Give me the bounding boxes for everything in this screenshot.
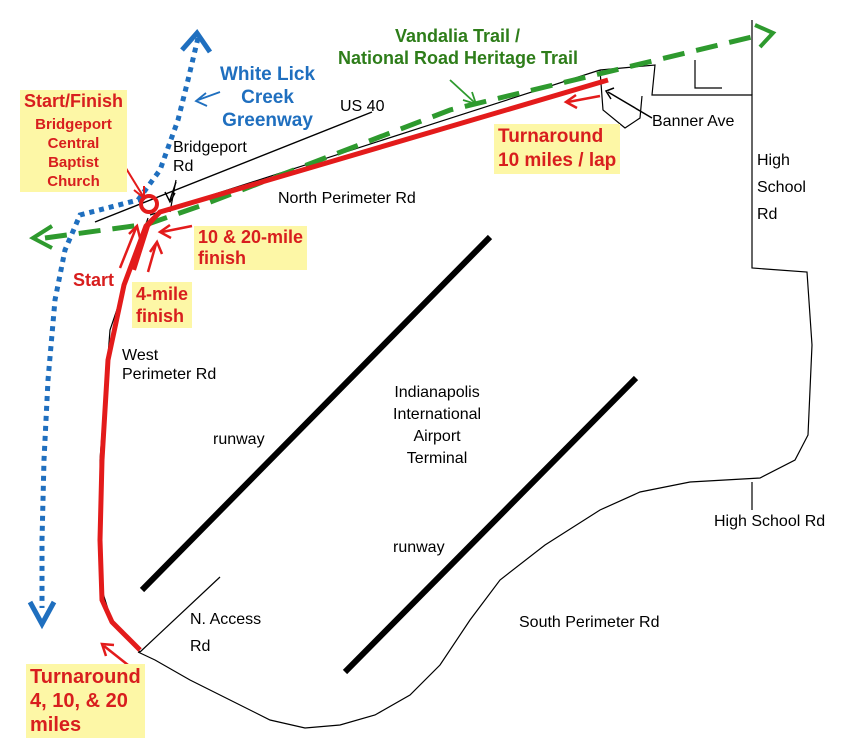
start-arrow xyxy=(118,227,138,269)
finish-10-20-line2: finish xyxy=(198,248,246,268)
terminal-line2: International xyxy=(393,406,482,423)
turnaround-bottom-arrowhead xyxy=(100,642,115,657)
high-school-line2: School xyxy=(757,179,806,196)
bridgeport-pointer xyxy=(169,181,177,201)
terminal-line3: Airport xyxy=(413,428,461,445)
high-school-line1: High xyxy=(757,152,790,169)
finish-10-20-label: 10 & 20-mile finish xyxy=(194,226,308,270)
start-label: Start xyxy=(73,270,115,290)
greenway-arrow-north xyxy=(180,28,213,54)
finish-10-20-arrow xyxy=(161,224,193,234)
n-access-rd-label: N. Access Rd xyxy=(190,606,261,660)
terminal-line4: Terminal xyxy=(406,450,468,467)
bridgeport-pointer-head xyxy=(164,191,176,204)
church-line2: Central xyxy=(47,134,100,152)
turnaround-top-label: Turnaround 10 miles / lap xyxy=(494,124,621,174)
finish-10-20-arrowhead xyxy=(157,223,172,240)
bridgeport-rd-label: Bridgeport Rd xyxy=(173,138,247,176)
turnaround-bottom-line1: Turnaround xyxy=(30,666,141,688)
turnaround-bottom-line2: 4, 10, & 20 xyxy=(30,690,128,712)
bridgeport-rd-line1: Bridgeport xyxy=(173,139,247,156)
high-school-rd-vertical-label: High School Rd xyxy=(757,147,806,228)
vandalia-trail-line xyxy=(44,32,761,241)
n-access-line2: Rd xyxy=(190,638,211,655)
start-finish-label: Start/Finish Bridgeport Central Baptist … xyxy=(20,90,128,192)
airport-terminal-label: Indianapolis International Airport Termi… xyxy=(393,382,481,470)
banner-ave-pointer xyxy=(607,91,653,119)
turnaround-top-arrow xyxy=(567,94,601,104)
vandalia-trail-label: Vandalia Trail / xyxy=(395,26,520,48)
church-line4: Church xyxy=(47,172,100,190)
vandalia-trail-line1: Vandalia Trail / xyxy=(395,26,521,46)
bridgeport-rd-line2: Rd xyxy=(173,158,194,176)
start-arrowhead xyxy=(128,223,142,239)
side-street xyxy=(694,60,722,89)
greenway-pointer-head xyxy=(194,92,208,107)
south-perimeter-label: South Perimeter Rd xyxy=(519,614,660,631)
finish-4-arrowhead xyxy=(148,239,164,255)
greenway-line2: Creek xyxy=(241,86,294,108)
high-school-line3: Rd xyxy=(757,206,778,223)
west-perimeter-line1: West xyxy=(122,347,159,364)
turnaround-bottom-line3: miles xyxy=(30,714,82,736)
vandalia-trail-pointer-head xyxy=(462,91,478,106)
finish-10-20-line1: 10 & 20-mile xyxy=(198,227,304,247)
finish-4-arrow xyxy=(146,243,158,273)
turnaround-bottom-arrow xyxy=(103,645,129,666)
vandalia-trail-arrow-east xyxy=(754,23,777,49)
church-line3: Baptist xyxy=(48,153,99,171)
start-finish-marker xyxy=(139,194,159,214)
vandalia-trail-pointer xyxy=(449,79,475,103)
greenway-arrow-south xyxy=(27,600,57,630)
turnaround-top-line1: Turnaround xyxy=(498,126,604,147)
runway-2-label: runway xyxy=(393,539,445,556)
vandalia-trail-arrow-west xyxy=(29,224,54,250)
n-access-road xyxy=(139,576,221,653)
national-road-trail-text: National Road Heritage Trail xyxy=(338,48,579,68)
turnaround-bottom-label: Turnaround 4, 10, & 20 miles xyxy=(26,664,145,738)
greenway-label: White Lick Creek Greenway xyxy=(220,64,315,132)
west-perimeter-label: West Perimeter Rd xyxy=(122,346,216,384)
race-course-line-inner xyxy=(132,210,162,271)
west-perimeter-line2: Perimeter Rd xyxy=(122,366,217,384)
greenway-line1: White Lick xyxy=(220,64,316,85)
north-perimeter-label: North Perimeter Rd xyxy=(278,190,416,207)
church-label: Bridgeport Central Baptist Church xyxy=(20,113,128,192)
greenway-line3: Greenway xyxy=(222,109,313,131)
runway-1-strip xyxy=(139,234,493,593)
terminal-line1: Indianapolis xyxy=(394,384,480,401)
runway-1-label: runway xyxy=(213,431,265,448)
airport-boundary-road xyxy=(137,64,813,729)
finish-4-label: 4-mile finish xyxy=(132,282,193,328)
n-access-line1: N. Access xyxy=(190,611,262,628)
us40-label: US 40 xyxy=(340,98,385,115)
church-line1: Bridgeport xyxy=(35,115,112,133)
greenway-line xyxy=(39,37,201,608)
turnaround-top-line2: 10 miles / lap xyxy=(498,150,617,171)
runway-2-strip xyxy=(342,375,639,675)
banner-ave-pointer-head xyxy=(604,87,615,100)
start-finish-title: Start/Finish xyxy=(20,90,128,114)
finish-4-line2: finish xyxy=(136,306,184,326)
national-road-trail-label: National Road Heritage Trail xyxy=(338,48,578,70)
banner-ave-label: Banner Ave xyxy=(652,113,735,130)
finish-4-line1: 4-mile xyxy=(136,284,189,304)
church-pointer-head xyxy=(133,186,145,201)
high-school-rd-horizontal-label: High School Rd xyxy=(714,513,826,530)
greenway-pointer xyxy=(197,91,221,101)
turnaround-top-arrowhead xyxy=(563,93,578,110)
